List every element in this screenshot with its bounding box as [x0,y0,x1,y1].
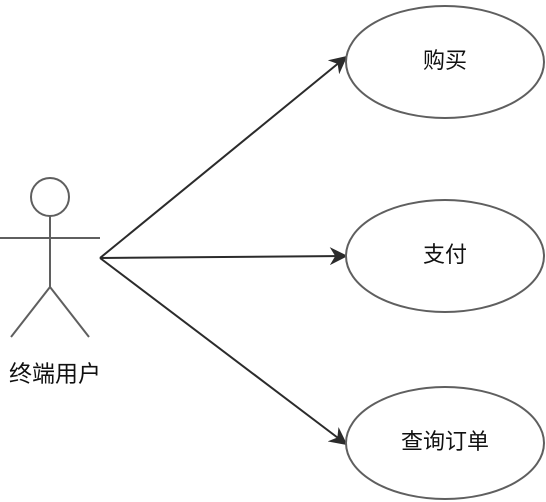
use-case-query-order[interactable]: 查询订单 [345,386,545,500]
use-case-buy-ellipse [345,5,545,119]
use-case-buy-label: 购买 [423,49,467,74]
actor-figure[interactable] [0,177,100,338]
association-query-order[interactable] [99,257,348,446]
actor-left-leg [10,286,51,338]
actor-head [30,177,70,217]
use-case-query-order-ellipse [345,386,545,500]
use-case-pay-ellipse [345,199,545,313]
use-case-buy[interactable]: 购买 [345,5,545,119]
actor-label: 终端用户 [9,362,101,388]
actor-right-leg [49,286,90,338]
association-buy[interactable] [99,55,348,259]
use-case-pay-label: 支付 [423,243,467,268]
use-case-query-order-label: 查询订单 [401,430,489,455]
use-case-pay[interactable]: 支付 [345,199,545,313]
association-pay[interactable] [99,247,348,266]
